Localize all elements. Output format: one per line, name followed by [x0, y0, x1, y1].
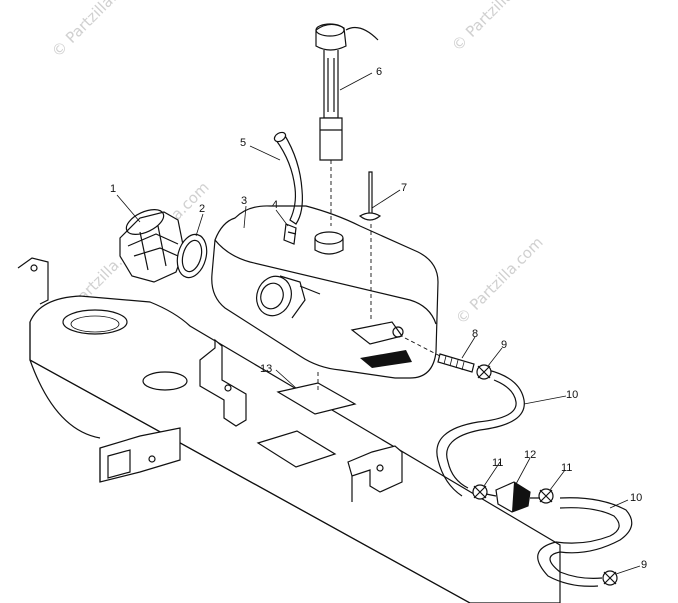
tank-rod — [358, 171, 382, 320]
bolt — [404, 337, 475, 373]
fuel-cap — [119, 209, 185, 283]
callout-10: 10 — [566, 389, 578, 401]
watermark: © Partzilla.com — [448, 0, 543, 55]
fuel-hose-upper — [436, 369, 525, 497]
callout-2: 2 — [199, 203, 205, 215]
callout-11: 11 — [492, 457, 503, 469]
vent-hose — [273, 131, 303, 225]
callout-8: 8 — [472, 328, 478, 340]
watermark: © Partzilla.com — [452, 233, 547, 328]
fuel-filter — [485, 481, 540, 513]
callout-7: 7 — [401, 182, 407, 194]
callout-12: 12 — [524, 449, 536, 461]
watermark: © Partzilla.com — [48, 0, 143, 61]
fuel-tank — [211, 205, 439, 379]
callout-3: 3 — [241, 195, 247, 207]
fuel-gauge-sender — [315, 23, 379, 226]
clamp — [472, 484, 488, 500]
hose-fitting — [283, 223, 297, 245]
frame-chassis — [17, 257, 561, 603]
cap-gasket — [176, 233, 208, 279]
clamp — [476, 364, 492, 380]
callout-13: 13 — [260, 363, 272, 375]
callout-1: 1 — [110, 183, 116, 195]
clamp — [538, 488, 554, 504]
tank-pad — [276, 372, 357, 415]
callout-4: 4 — [272, 199, 278, 211]
callout-6: 6 — [376, 66, 382, 78]
callout-9: 9 — [501, 339, 507, 351]
callout-11: 11 — [561, 462, 572, 474]
callout-9: 9 — [641, 559, 647, 571]
callout-10: 10 — [630, 492, 642, 504]
leader-lines — [116, 72, 641, 575]
callout-5: 5 — [240, 137, 246, 149]
fuel-hose-lower — [537, 497, 633, 587]
clamp — [602, 570, 618, 586]
